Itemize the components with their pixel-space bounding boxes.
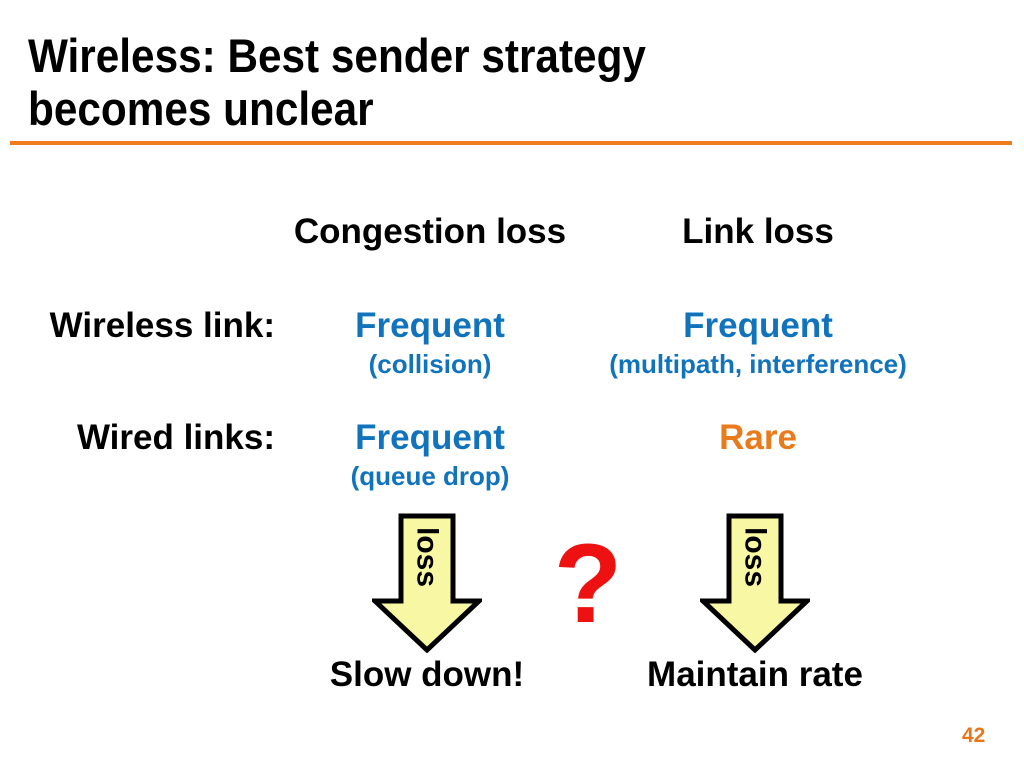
cell-wired-congestion-sub: (queue drop) <box>350 461 510 491</box>
page-number: 42 <box>962 724 986 747</box>
column-header-congestion-loss: Congestion loss <box>293 212 567 251</box>
loss-arrow-left: loss <box>372 513 482 653</box>
loss-arrow-right: loss <box>700 513 810 653</box>
cell-wireless-linkloss-sub: (multipath, interference) <box>609 349 907 379</box>
down-arrow-icon: loss <box>700 513 810 653</box>
row-label-wireless-link: Wireless link: <box>49 306 275 345</box>
caption-maintain-rate: Maintain rate <box>647 655 863 694</box>
loss-arrow-right-label: loss <box>739 527 772 587</box>
column-header-link-loss: Link loss <box>682 212 834 251</box>
cell-wired-linkloss-main: Rare <box>719 418 797 457</box>
row-label-wired-links: Wired links: <box>76 418 275 457</box>
cell-wired-congestion-main: Frequent <box>355 418 505 457</box>
slide-title-line2: becomes unclear <box>28 81 374 135</box>
cell-wireless-congestion-sub: (collision) <box>368 349 492 379</box>
down-arrow-icon: loss <box>372 513 482 653</box>
slide-title: Wireless: Best sender strategy becomes u… <box>28 29 646 135</box>
title-rule <box>10 141 1012 145</box>
question-mark: ? <box>553 521 623 646</box>
cell-wireless-congestion-main: Frequent <box>355 306 505 345</box>
cell-wireless-linkloss-main: Frequent <box>683 306 833 345</box>
caption-slow-down: Slow down! <box>329 655 525 694</box>
slide-title-line1: Wireless: Best sender strategy <box>28 29 646 82</box>
loss-arrow-left-label: loss <box>411 527 444 587</box>
